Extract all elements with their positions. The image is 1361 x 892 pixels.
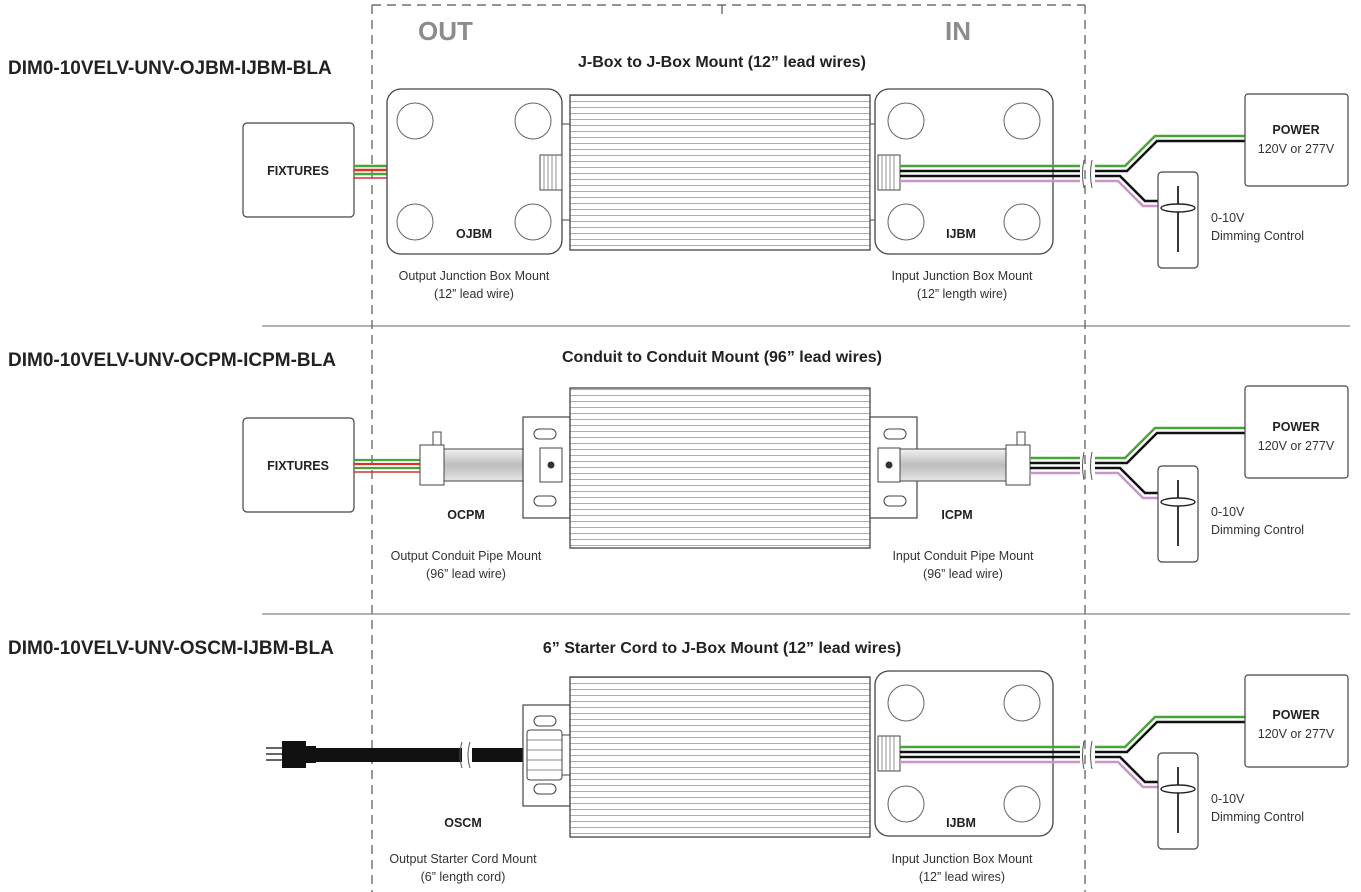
in-caption-2: (96” lead wire) [923,567,1003,581]
power-box [1244,93,1349,187]
dimmer-slider [1160,203,1196,213]
conduit-coupling [1005,444,1031,486]
driver-endcap [561,123,571,221]
knockout-hole [1003,102,1041,140]
dim-label-2: Dimming Control [1211,523,1304,537]
out-code-label: OJBM [456,227,492,241]
knockout-hole [1003,203,1041,241]
dim-label-2: Dimming Control [1211,229,1304,243]
knockout-hole [887,785,925,823]
output-fitting [539,154,563,191]
out-caption-1: Output Conduit Pipe Mount [391,549,542,563]
in-code-label: IJBM [946,227,976,241]
output-wires [354,458,420,473]
knockout-hole [514,203,552,241]
model-number: DIM0-10VELV-UNV-OCPM-ICPM-BLA [8,350,336,371]
model-number: DIM0-10VELV-UNV-OJBM-IJBM-BLA [8,58,332,79]
voltage-label: 120V or 277V [1258,439,1335,453]
in-caption-2: (12” lead wires) [919,870,1005,884]
starter-cord-plug [266,741,316,768]
knockout-hole [1003,785,1041,823]
knockout-hole [887,684,925,722]
driver-housing [569,676,871,838]
dim-label-1: 0-10V [1211,792,1245,806]
dim-label-2: Dimming Control [1211,810,1304,824]
knockout-hole [396,102,434,140]
voltage-label: 120V or 277V [1258,727,1335,741]
out-caption-2: (6” length cord) [421,870,506,884]
power-box [1244,674,1349,768]
driver-housing [569,387,871,549]
knockout-hole [396,203,434,241]
in-code-label: IJBM [946,816,976,830]
input-wires [900,134,1245,208]
dim-label-1: 0-10V [1211,505,1245,519]
in-caption-1: Input Junction Box Mount [891,852,1033,866]
out-caption-1: Output Junction Box Mount [399,269,550,283]
power-box [1244,385,1349,479]
in-caption-2: (12” length wire) [917,287,1007,301]
input-wires [1030,426,1245,500]
knockout-hole [1003,684,1041,722]
input-fitting [877,154,901,191]
cord-grip [526,729,563,781]
out-header: OUT [418,16,473,46]
driver-housing [569,94,871,251]
fixtures-label: FIXTURES [267,164,329,178]
out-caption-2: (96” lead wire) [426,567,506,581]
power-label: POWER [1272,420,1319,434]
row-title: Conduit to Conduit Mount (96” lead wires… [562,349,882,366]
row-title: J-Box to J-Box Mount (12” lead wires) [578,54,866,71]
knockout-hole [887,102,925,140]
input-wires [900,715,1245,789]
row-2: DIM0-10VELV-UNV-OCPM-ICPM-BLA Conduit to… [8,349,1349,581]
knockout-hole [887,203,925,241]
voltage-label: 120V or 277V [1258,142,1335,156]
out-code-label: OCPM [447,508,485,522]
out-code-label: OSCM [444,816,482,830]
dim-label-1: 0-10V [1211,211,1245,225]
in-caption-1: Input Conduit Pipe Mount [892,549,1034,563]
knockout-hole [514,102,552,140]
dimmer-slider [1160,784,1196,794]
row-1: DIM0-10VELV-UNV-OJBM-IJBM-BLA J-Box to J… [8,54,1349,301]
out-caption-2: (12” lead wire) [434,287,514,301]
power-label: POWER [1272,708,1319,722]
dimmer-slider [1160,497,1196,507]
in-header: IN [945,16,971,46]
row-title: 6” Starter Cord to J-Box Mount (12” lead… [543,640,901,657]
input-fitting [877,735,901,772]
in-code-label: ICPM [941,508,972,522]
model-number: DIM0-10VELV-UNV-OSCM-IJBM-BLA [8,638,334,659]
set-screw [432,431,442,446]
row-3: DIM0-10VELV-UNV-OSCM-IJBM-BLA 6” Starter… [8,638,1349,884]
in-caption-1: Input Junction Box Mount [891,269,1033,283]
input-conduit-pipe [899,448,1007,482]
out-caption-1: Output Starter Cord Mount [389,852,537,866]
set-screw [1016,431,1026,446]
fixtures-label: FIXTURES [267,459,329,473]
power-label: POWER [1272,123,1319,137]
conduit-coupling [419,444,445,486]
dashed-frame [371,4,1086,892]
starter-cord [316,748,462,762]
